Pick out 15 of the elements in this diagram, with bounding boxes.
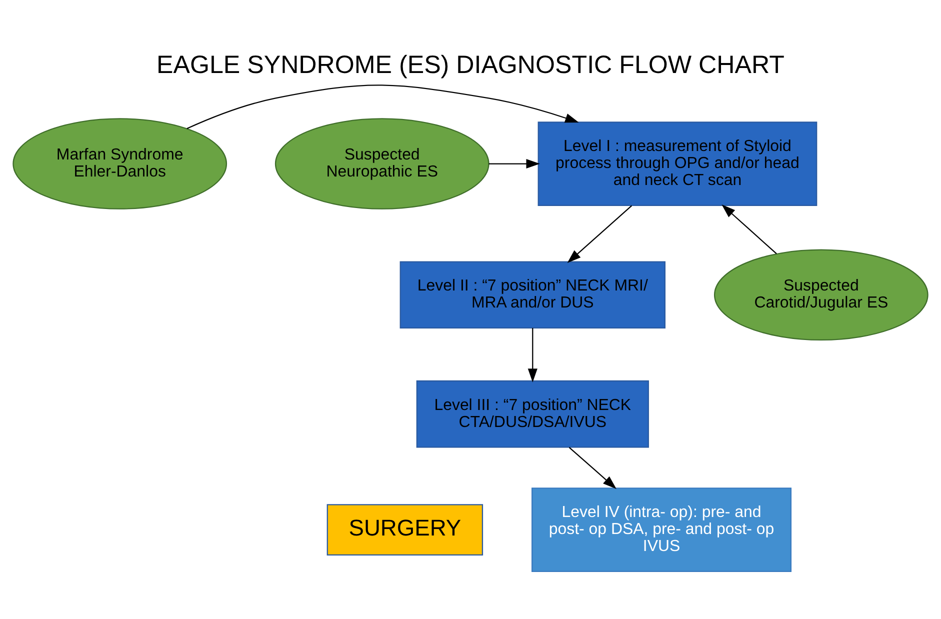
node-ellipse: Suspected Carotid/Jugular ES [714,248,928,340]
node-ellipse: Suspected Neuropathic ES [274,118,490,209]
arrow [488,158,540,168]
node-box: Level III : “7 position” NECK CTA/DUS/DSA/IVUS [416,380,649,448]
node-ellipse: Marfan Syndrome Ehler-Danlos [12,118,228,209]
arrow [722,204,777,254]
node-box: Level IV (intra- op): pre- and post- op DSA, pre- and post- op IVUS [532,487,792,572]
node-box: Level I : measurement of Styloid process through OPG and/or head and neck CT scan [538,121,818,206]
node-box: Level II : “7 position” NECK MRI/ MRA and/or DUS [400,260,666,328]
node-box: SURGERY [326,504,484,555]
diagram-title: EAGLE SYNDROME (ES) DIAGNOSTIC FLOW CHART [156,50,784,79]
arrow [568,446,616,489]
arrow [186,84,579,129]
arrow [528,327,538,382]
arrow [567,204,632,262]
